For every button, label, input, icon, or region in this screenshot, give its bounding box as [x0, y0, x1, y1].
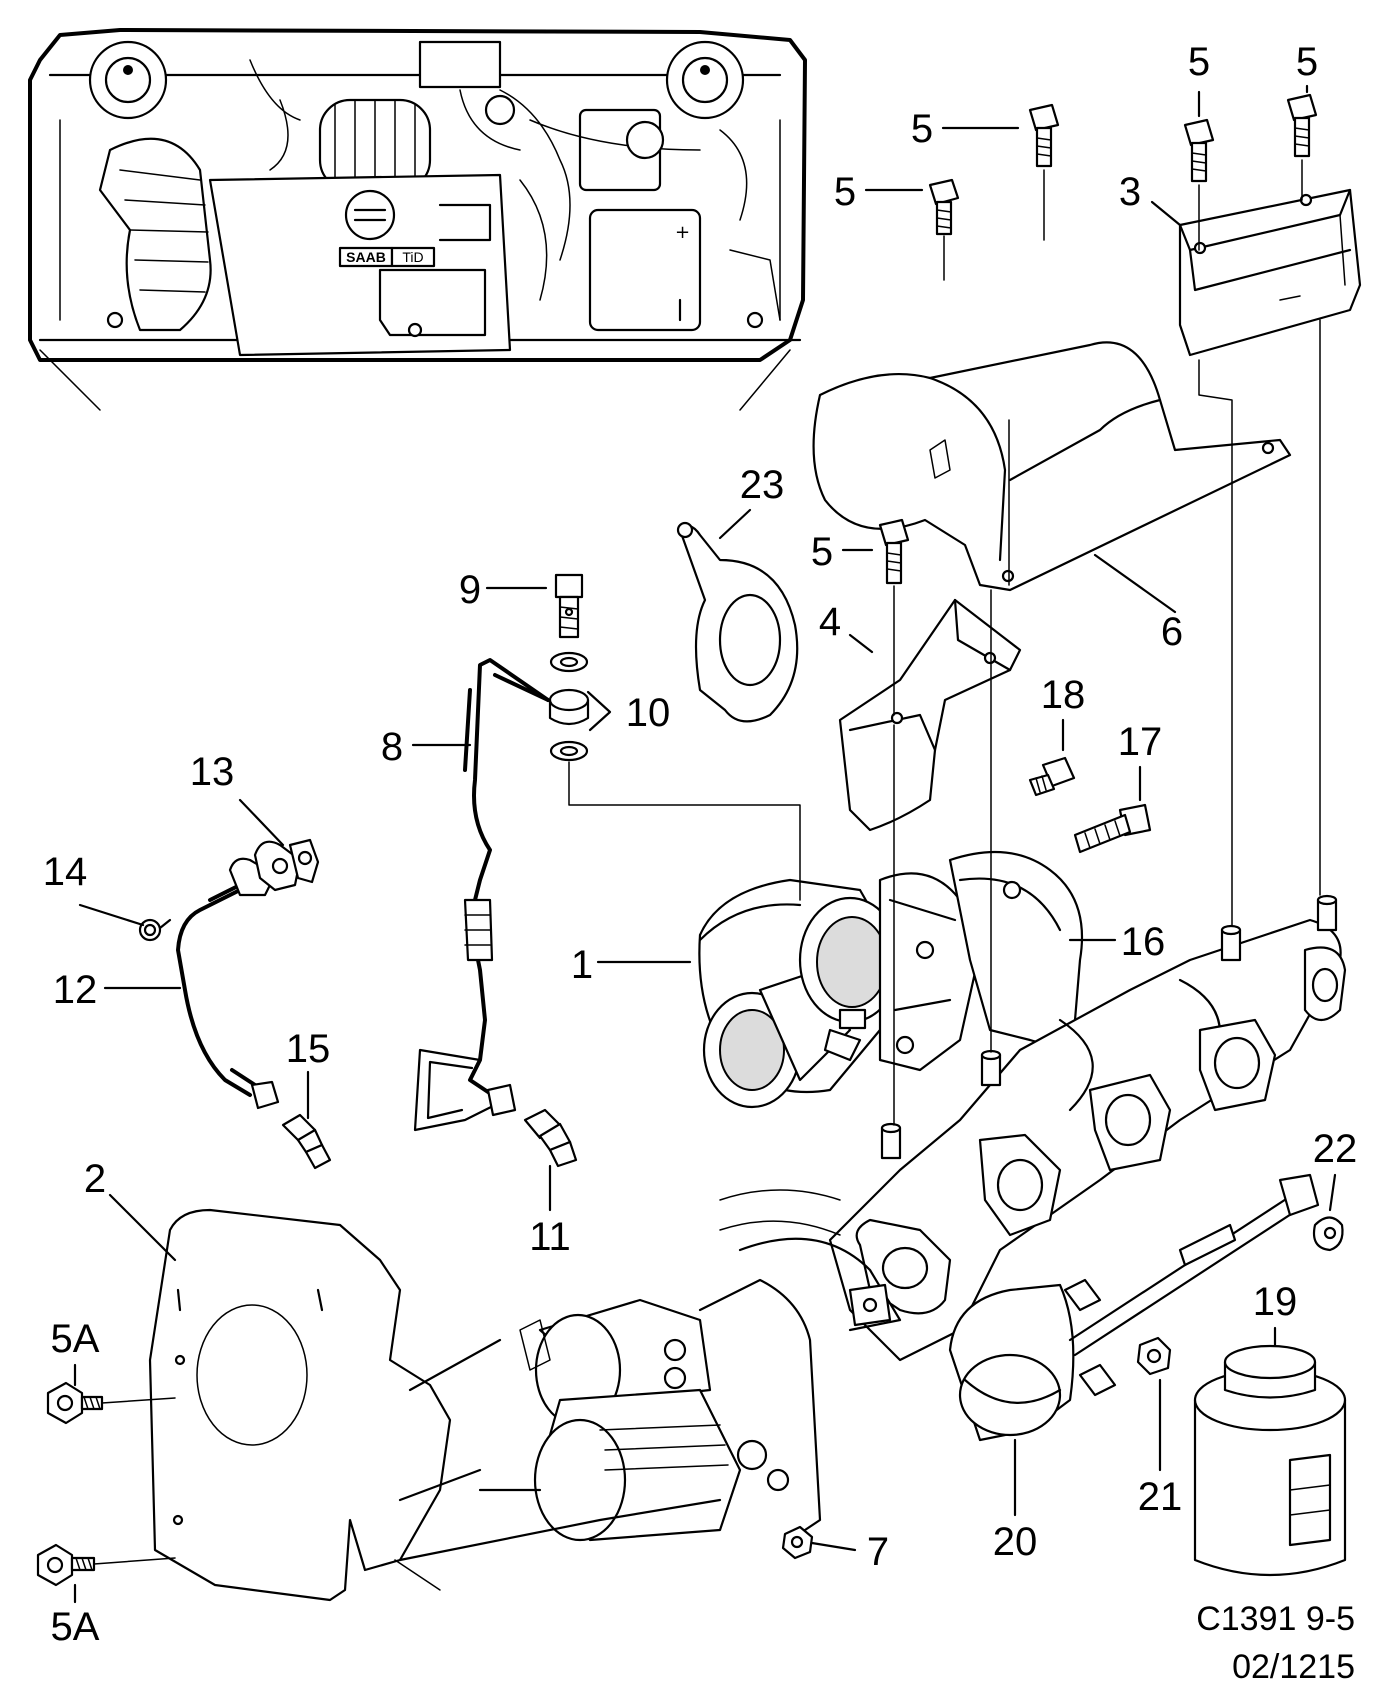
- callout-7: 7: [867, 1530, 889, 1574]
- sealing-washers-10: [548, 651, 590, 762]
- callout-11: 11: [529, 1215, 571, 1259]
- sensor-11: [523, 1108, 578, 1168]
- brand-badge: SAAB: [346, 249, 386, 265]
- gasket-13: [253, 838, 320, 892]
- exhaust-manifold: [828, 894, 1347, 1362]
- callout-5-e: 5: [811, 530, 833, 574]
- gasket-23: [676, 521, 799, 723]
- nut-21: [1136, 1336, 1172, 1376]
- drawing-date-code: 02/1215: [1232, 1648, 1355, 1686]
- bolt-5-a: [928, 178, 960, 236]
- starter-motor: [398, 1189, 902, 1562]
- model-badge: TiD: [402, 249, 423, 265]
- callout-5-b: 5: [911, 107, 933, 151]
- callout-5A-upper: 5A: [51, 1317, 100, 1361]
- heat-shield-3: [1178, 188, 1362, 357]
- callout-19: 19: [1253, 1280, 1298, 1324]
- sensor-15: [281, 1113, 332, 1170]
- callout-17: 17: [1118, 720, 1163, 764]
- heat-shield-6: [812, 341, 1292, 592]
- nut-7: [781, 1525, 814, 1560]
- callout-16: 16: [1121, 920, 1166, 964]
- bolt-5-d: [1286, 93, 1318, 158]
- actuator-20: [948, 1173, 1320, 1442]
- bolt-5-c: [1183, 118, 1215, 183]
- engine-bay-overview: SAAB TiD +: [28, 28, 807, 411]
- mounting-line-5c: [1198, 184, 1233, 926]
- bolt-5-e: [878, 518, 910, 585]
- callout-9: 9: [459, 568, 481, 612]
- callout-14: 14: [43, 850, 88, 894]
- bolt-5-b: [1028, 103, 1060, 168]
- callout-5A-lower: 5A: [51, 1605, 100, 1649]
- callout-2: 2: [84, 1157, 106, 1201]
- bolt-18: [1028, 756, 1076, 797]
- oil-return-pipe-12: [176, 857, 280, 1110]
- callout-23: 23: [740, 463, 785, 507]
- callout-5-a: 5: [834, 170, 856, 214]
- callout-13: 13: [190, 750, 235, 794]
- oil-filter-19: [1193, 1344, 1347, 1577]
- callout-6: 6: [1161, 610, 1183, 654]
- callout-leaders: [73, 84, 1337, 1604]
- callout-18: 18: [1041, 673, 1086, 717]
- drawing-code: C1391 9-5: [1196, 1600, 1355, 1638]
- bolt-5A-upper: [46, 1381, 176, 1425]
- oil-feed-pipe-8: [413, 658, 550, 1132]
- bolt-5A-lower: [36, 1543, 176, 1587]
- callout-10: 10: [626, 691, 671, 735]
- callout-1: 1: [571, 943, 593, 987]
- callout-8: 8: [381, 725, 403, 769]
- callout-4: 4: [819, 600, 841, 644]
- mounting-line-5b: [1008, 169, 1045, 586]
- banjo-mount-line: [568, 761, 801, 901]
- callout-12: 12: [53, 968, 98, 1012]
- banjo-bolt-9: [554, 573, 584, 639]
- bolt-14: [138, 918, 172, 942]
- callout-20: 20: [993, 1520, 1038, 1564]
- callout-22: 22: [1313, 1127, 1358, 1171]
- callout-21: 21: [1138, 1475, 1183, 1519]
- svg-text:+: +: [675, 222, 690, 243]
- turbocharger-1: [698, 850, 1084, 1109]
- bolt-17: [1073, 803, 1152, 854]
- callout-3: 3: [1119, 170, 1141, 214]
- callout-15: 15: [286, 1027, 331, 1071]
- mounting-line-5d: [1301, 159, 1321, 896]
- callout-5-d: 5: [1296, 40, 1318, 84]
- callout-5-c: 5: [1188, 40, 1210, 84]
- heat-shield-2: [148, 1208, 452, 1602]
- circlip-22: [1312, 1216, 1344, 1252]
- heat-shield-4: [838, 598, 1022, 832]
